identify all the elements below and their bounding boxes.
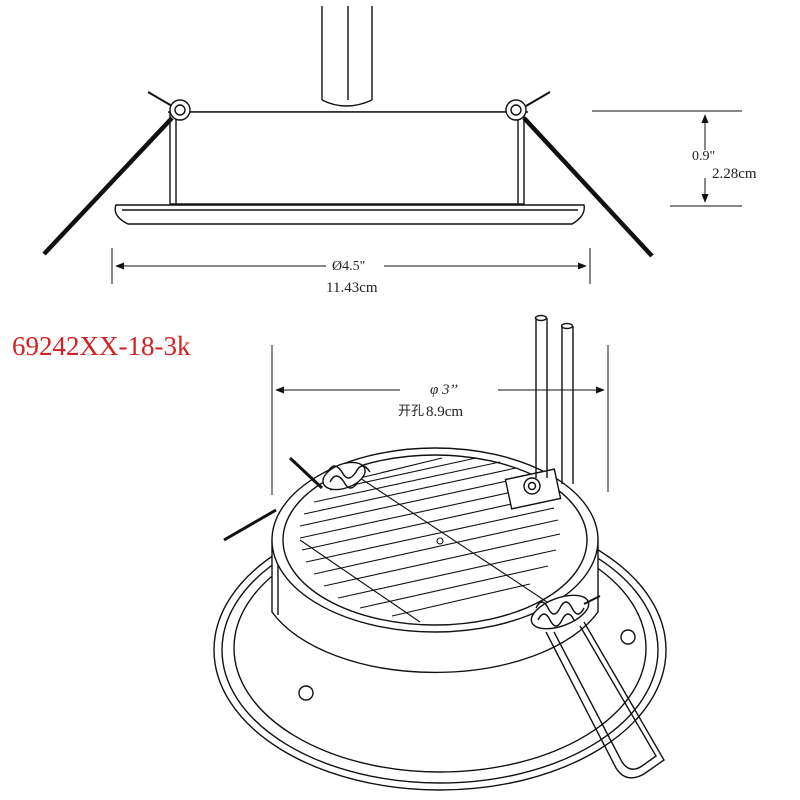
- outer-diameter-dimension: [111, 248, 591, 284]
- perspective-front-spring: [530, 594, 665, 779]
- perspective-terminal: [504, 314, 574, 510]
- outer-diameter-metric-label: 11.43cm: [326, 280, 378, 296]
- height-metric-label: 2.28cm: [712, 166, 757, 182]
- perspective-left-spring: [288, 456, 371, 491]
- perspective-left-lead-wire: [223, 508, 277, 542]
- mounting-hole-right: [620, 629, 636, 645]
- cutout-metric-prefix: 开孔: [398, 403, 424, 418]
- cutout-metric-label: 8.9cm: [426, 404, 463, 420]
- outer-diameter-inch-label: Ø4.5": [332, 259, 365, 274]
- side-flange: [114, 204, 585, 225]
- side-wire-tube: [321, 6, 373, 107]
- cutout-dimension: [271, 345, 609, 495]
- perspective-view: [213, 314, 667, 791]
- mounting-hole-left: [298, 685, 314, 701]
- model-code: 69242XX-18-3k: [12, 331, 191, 361]
- side-right-spring-clip: [505, 91, 654, 258]
- height-dimension: [592, 110, 742, 207]
- side-left-spring-clip: [42, 91, 191, 256]
- height-inch-label: 0.9": [692, 149, 715, 164]
- side-view: [42, 6, 654, 258]
- side-body: [169, 111, 525, 205]
- perspective-grille: [299, 457, 561, 623]
- cutout-inch-label: φ 3’’: [430, 382, 458, 398]
